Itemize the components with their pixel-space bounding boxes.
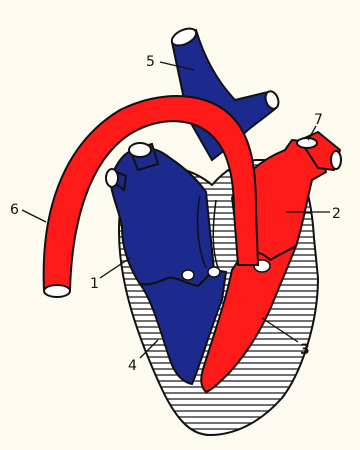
- label-7: 7: [314, 112, 323, 128]
- label-5: 5: [146, 54, 155, 70]
- blue-vessel-opening-top: [129, 143, 151, 157]
- pulmonary-vein-opening-right: [331, 151, 341, 169]
- label-2: 2: [332, 206, 341, 222]
- pulmonary-vein-opening-top: [297, 138, 317, 148]
- leader-6: [22, 210, 46, 222]
- label-3: 3: [300, 342, 310, 358]
- label-1: 1: [90, 276, 99, 292]
- aortic-opening: [44, 285, 70, 297]
- label-6: 6: [10, 202, 19, 218]
- blue-vessel-opening-left: [106, 169, 118, 187]
- blue-valve-left: [182, 270, 194, 280]
- label-4: 4: [128, 358, 137, 374]
- blue-valve-right: [208, 267, 220, 277]
